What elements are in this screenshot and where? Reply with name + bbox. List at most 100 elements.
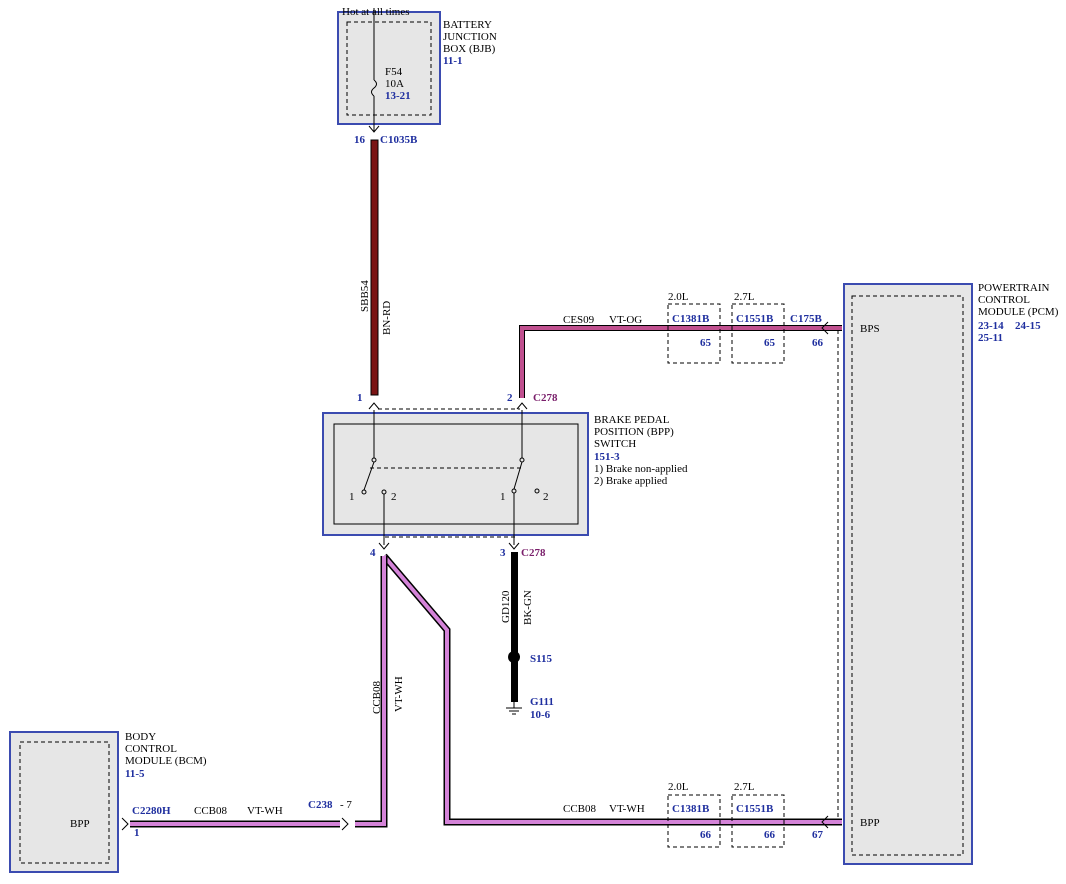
bpp-pin-bottom-right: 3: [500, 547, 506, 559]
ces09-pin-3: 66: [812, 337, 824, 349]
bpp-name-line1: BRAKE PEDAL: [594, 414, 670, 426]
bcm-name-line1: BODY: [125, 731, 156, 743]
c1035b-pin: 16: [354, 134, 366, 146]
bpp-pin2-connector-symbol: [516, 402, 528, 410]
bpp-connector-bottom[interactable]: C278: [521, 547, 546, 559]
wire-gd120-circuit: GD120: [500, 590, 512, 623]
bpp-name-line2: POSITION (BPP): [594, 426, 674, 438]
bjb-name-line2: JUNCTION: [443, 31, 497, 43]
pcm-pin-bps: BPS: [860, 323, 880, 335]
c1035b-connector-symbol: [368, 125, 380, 133]
wire-ccb08-bcm-circuit: CCB08: [194, 805, 228, 817]
bcm-pin-bpp: BPP: [70, 818, 90, 830]
ces09-connector-1[interactable]: C1381B: [672, 313, 710, 325]
c2280h-connector-symbol: [121, 817, 129, 831]
splice-s115-label[interactable]: S115: [530, 653, 553, 665]
ground-g111-label[interactable]: G111: [530, 696, 554, 708]
c238-pin: - 7: [340, 799, 352, 811]
ccb08-connector-2[interactable]: C1551B: [736, 803, 774, 815]
bpp-pin4-connector-symbol: [378, 542, 390, 550]
pcm-bpp-connector-symbol: [821, 815, 829, 829]
bcm-pin: 1: [134, 827, 140, 839]
pcm-name-line2: CONTROL: [978, 294, 1030, 306]
bpp-switch-left-contacts: [361, 410, 387, 545]
wire-ces09-circuit: CES09: [563, 314, 595, 326]
wire-ccb08-pcm-outline: [381, 553, 842, 826]
ces09-pin-2: 65: [764, 337, 776, 349]
ces09-pin-1: 65: [700, 337, 712, 349]
bpp-pin-top-right: 2: [507, 392, 513, 404]
bcm-connector[interactable]: C2280H: [132, 805, 171, 817]
ccb08-variant-2: 2.7L: [734, 781, 755, 793]
ces09-connector-3[interactable]: C175B: [790, 313, 822, 325]
fuse-rating: 10A: [385, 78, 404, 90]
wire-ccb08-bcm-color: VT-WH: [247, 805, 283, 817]
pcm-pin-bpp: BPP: [860, 817, 880, 829]
bjb-page-ref[interactable]: 11-1: [443, 55, 463, 67]
wire-sbb54-color: BN-RD: [381, 301, 393, 335]
c1551b-box-bottom: [731, 794, 785, 848]
brake-pedal-position-switch[interactable]: [322, 412, 589, 536]
wire-ccb08-vertical-circuit: CCB08: [371, 680, 383, 714]
bpp-note-1: 1) Brake non-applied: [594, 463, 688, 475]
bpp-pin1-connector-symbol: [368, 402, 380, 410]
pcm-name-line1: POWERTRAIN: [978, 282, 1050, 294]
ground-g111-ref[interactable]: 10-6: [530, 709, 551, 721]
bpp-connector-top[interactable]: C278: [533, 392, 558, 404]
body-control-module[interactable]: [9, 731, 119, 873]
wire-ces09-color: VT-OG: [609, 314, 642, 326]
hot-at-all-times-label: Hot at all times: [342, 6, 410, 18]
pcm-ref-2[interactable]: 24-15: [1015, 320, 1041, 332]
bjb-name-line3: BOX (BJB): [443, 43, 496, 55]
c238-connector-label[interactable]: C238: [308, 799, 333, 811]
bpp-pin3-connector-symbol: [508, 542, 520, 550]
fuse-f54-symbol: [371, 79, 377, 97]
c238-connector-symbol: [341, 817, 349, 831]
wire-ccb08-vertical-color: VT-WH: [393, 676, 405, 712]
bpp-name-line3: SWITCH: [594, 438, 636, 450]
bpp-pin-top-left: 1: [357, 392, 363, 404]
wire-sbb54-circuit: SBB54: [359, 280, 371, 312]
bcm-name-line3: MODULE (BCM): [125, 755, 207, 767]
wire-ccb08-pcm-color: VT-WH: [609, 803, 645, 815]
bpp-right-contact-1: 1: [500, 491, 506, 503]
wire-ccb08-vertical[interactable]: [355, 556, 386, 826]
bpp-left-contact-2: 2: [391, 491, 397, 503]
bpp-page-ref[interactable]: 151-3: [594, 451, 620, 463]
bcm-name-line2: CONTROL: [125, 743, 177, 755]
fuse-name: F54: [385, 66, 403, 78]
ccb08-connector-1[interactable]: C1381B: [672, 803, 710, 815]
c175b-connector-symbol: [821, 321, 829, 335]
pcm-ref-3[interactable]: 25-11: [978, 332, 1003, 344]
wire-sbb54[interactable]: [370, 139, 379, 396]
wire-gd120[interactable]: [511, 552, 518, 702]
bpp-note-2: 2) Brake applied: [594, 475, 668, 487]
powertrain-control-module[interactable]: [843, 283, 973, 865]
bpp-pin-bottom-left: 4: [370, 547, 376, 559]
bpp-right-contact-2: 2: [543, 491, 549, 503]
ground-g111-symbol: [506, 700, 522, 715]
ces09-connector-2[interactable]: C1551B: [736, 313, 774, 325]
pcm-ref-1[interactable]: 23-14: [978, 320, 1004, 332]
c1381b-box-top: [667, 303, 721, 364]
wire-ces09[interactable]: [520, 326, 842, 398]
fuse-ref[interactable]: 13-21: [385, 90, 411, 102]
c1035b-connector-label[interactable]: C1035B: [380, 134, 418, 146]
bjb-name-line1: BATTERY: [443, 19, 492, 31]
battery-junction-box[interactable]: [337, 11, 441, 125]
splice-s115[interactable]: [508, 651, 520, 663]
wire-ccb08-pcm-circuit: CCB08: [563, 803, 597, 815]
ccb08-pin-1: 66: [700, 829, 712, 841]
pcm-name-line3: MODULE (PCM): [978, 306, 1059, 318]
wire-ccb08-pcm[interactable]: [382, 554, 842, 824]
bpp-switch-right-contacts: [511, 410, 540, 545]
c1381b-box-bottom: [667, 794, 721, 848]
ces09-variant-2: 2.7L: [734, 291, 755, 303]
ces09-variant-1: 2.0L: [668, 291, 689, 303]
c1551b-box-top: [731, 303, 785, 364]
ccb08-variant-1: 2.0L: [668, 781, 689, 793]
ccb08-pin-2: 66: [764, 829, 776, 841]
ccb08-pin-3: 67: [812, 829, 824, 841]
bcm-page-ref[interactable]: 11-5: [125, 768, 145, 780]
